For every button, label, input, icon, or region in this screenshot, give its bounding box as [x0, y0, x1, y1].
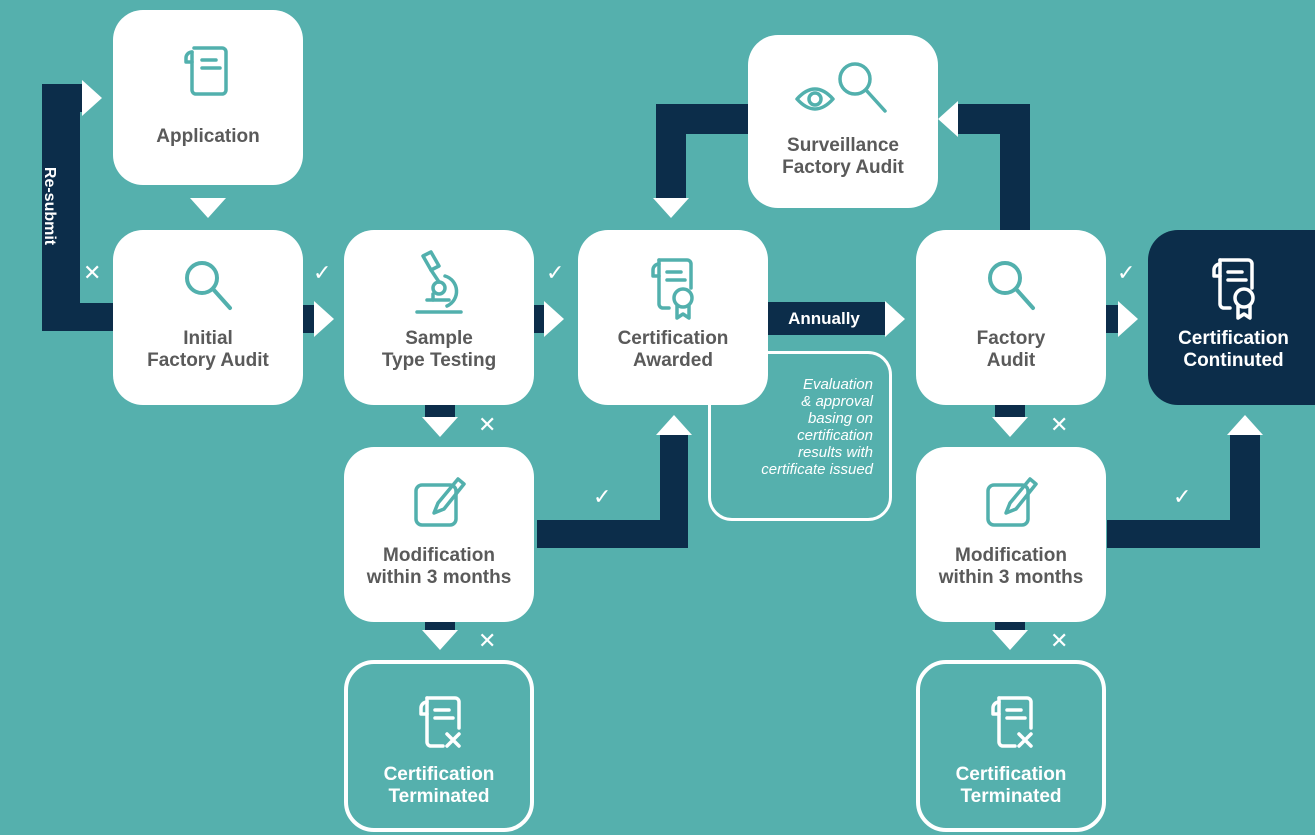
cross-mark: ✕ — [478, 412, 497, 437]
check-mark: ✓ — [593, 484, 612, 509]
certification-terminated-label-2: Certification Terminated — [955, 764, 1067, 807]
factory-audit-box[interactable]: Factory Audit — [916, 230, 1106, 405]
application-label: Application — [156, 126, 260, 147]
cross-mark: ✕ — [478, 628, 497, 653]
arrow-factory-to-modification — [992, 417, 1028, 437]
check-mark: ✓ — [313, 260, 332, 285]
arrow-sample-to-modification — [422, 417, 458, 437]
arrow-modification-to-awarded — [656, 415, 692, 435]
resubmit-connector-bottom — [42, 303, 114, 331]
certification-continued-label: Certification Continuted — [1178, 328, 1289, 371]
certification-terminated-label-1: Certification Terminated — [383, 764, 495, 807]
connector-modification2-to-continued-v — [1230, 433, 1260, 548]
certificate-terminated-icon — [991, 696, 1033, 748]
microscope-icon — [415, 250, 463, 314]
magnifier-icon — [988, 261, 1035, 310]
application-box[interactable]: Application — [113, 10, 303, 185]
certificate-terminated-icon — [419, 696, 461, 748]
certificate-icon — [1212, 258, 1255, 320]
surveillance-factory-audit-label: Surveillance Factory Audit — [782, 135, 904, 178]
check-mark: ✓ — [1173, 484, 1192, 509]
arrow-modification2-to-continued — [1227, 415, 1263, 435]
certification-awarded-box[interactable]: Certification Awarded — [578, 230, 768, 405]
arrow-modification2-to-terminated — [992, 630, 1028, 650]
cross-mark: ✕ — [1050, 412, 1069, 437]
evaluation-note: Evaluation & approval basing on certific… — [761, 376, 873, 478]
magnifier-icon — [185, 261, 232, 310]
annually-label: Annually — [788, 309, 860, 328]
modification-label-2: Modification within 3 months — [938, 545, 1084, 588]
initial-factory-audit-label: Initial Factory Audit — [147, 328, 269, 371]
resubmit-label: Re-submit — [41, 166, 58, 246]
cross-mark: ✕ — [1050, 628, 1069, 653]
modification-box-2[interactable]: Modification within 3 months — [916, 447, 1106, 622]
arrow-initial-to-sample — [314, 301, 334, 337]
resubmit-connector-top — [42, 84, 82, 112]
modification-label-1: Modification within 3 months — [366, 545, 512, 588]
connector-initial-to-sample — [300, 305, 314, 333]
connector-surveillance-left-v — [656, 104, 686, 198]
document-icon — [184, 46, 228, 96]
arrow-sample-to-awarded — [544, 301, 564, 337]
evaluation-note-box: Evaluation & approval basing on certific… — [708, 351, 892, 521]
certification-terminated-box-1[interactable]: Certification Terminated — [344, 660, 534, 832]
check-mark: ✓ — [546, 260, 565, 285]
certificate-icon — [651, 258, 694, 320]
connector-modification2-to-terminated — [995, 620, 1025, 630]
sample-type-testing-box[interactable]: Sample Type Testing — [344, 230, 534, 405]
certification-continued-box[interactable]: Certification Continuted — [1148, 230, 1315, 405]
factory-audit-label: Factory Audit — [976, 328, 1046, 371]
arrow-resubmit-to-application — [82, 80, 102, 116]
edit-icon — [986, 477, 1038, 527]
certification-terminated-box-2[interactable]: Certification Terminated — [916, 660, 1106, 832]
resubmit-connector-vertical — [42, 84, 80, 331]
check-mark: ✓ — [1117, 260, 1136, 285]
edit-icon — [414, 477, 466, 527]
arrow-modification-to-terminated — [422, 630, 458, 650]
cross-mark: ✕ — [83, 260, 102, 285]
connector-surveillance-right-v — [1000, 104, 1030, 232]
arrow-factory-to-surveillance — [938, 101, 958, 137]
initial-factory-audit-box[interactable]: Initial Factory Audit — [113, 230, 303, 405]
surveillance-factory-audit-box[interactable]: Surveillance Factory Audit — [748, 35, 938, 208]
connector-factory-to-modification — [995, 403, 1025, 417]
arrow-awarded-to-factory — [885, 301, 905, 337]
arrow-application-to-initial — [190, 198, 226, 218]
arrow-factory-to-continued — [1118, 301, 1138, 337]
eye-magnifier-icon — [795, 62, 887, 113]
connector-modification-to-terminated — [425, 620, 455, 630]
connector-sample-to-modification — [425, 403, 455, 417]
sample-type-testing-label: Sample Type Testing — [381, 328, 497, 371]
modification-box-1[interactable]: Modification within 3 months — [344, 447, 534, 622]
annually-connector — [765, 302, 885, 335]
arrow-surveillance-to-awarded — [653, 198, 689, 218]
certification-awarded-label: Certification Awarded — [617, 328, 729, 371]
connector-modification-to-awarded-v — [660, 435, 688, 548]
